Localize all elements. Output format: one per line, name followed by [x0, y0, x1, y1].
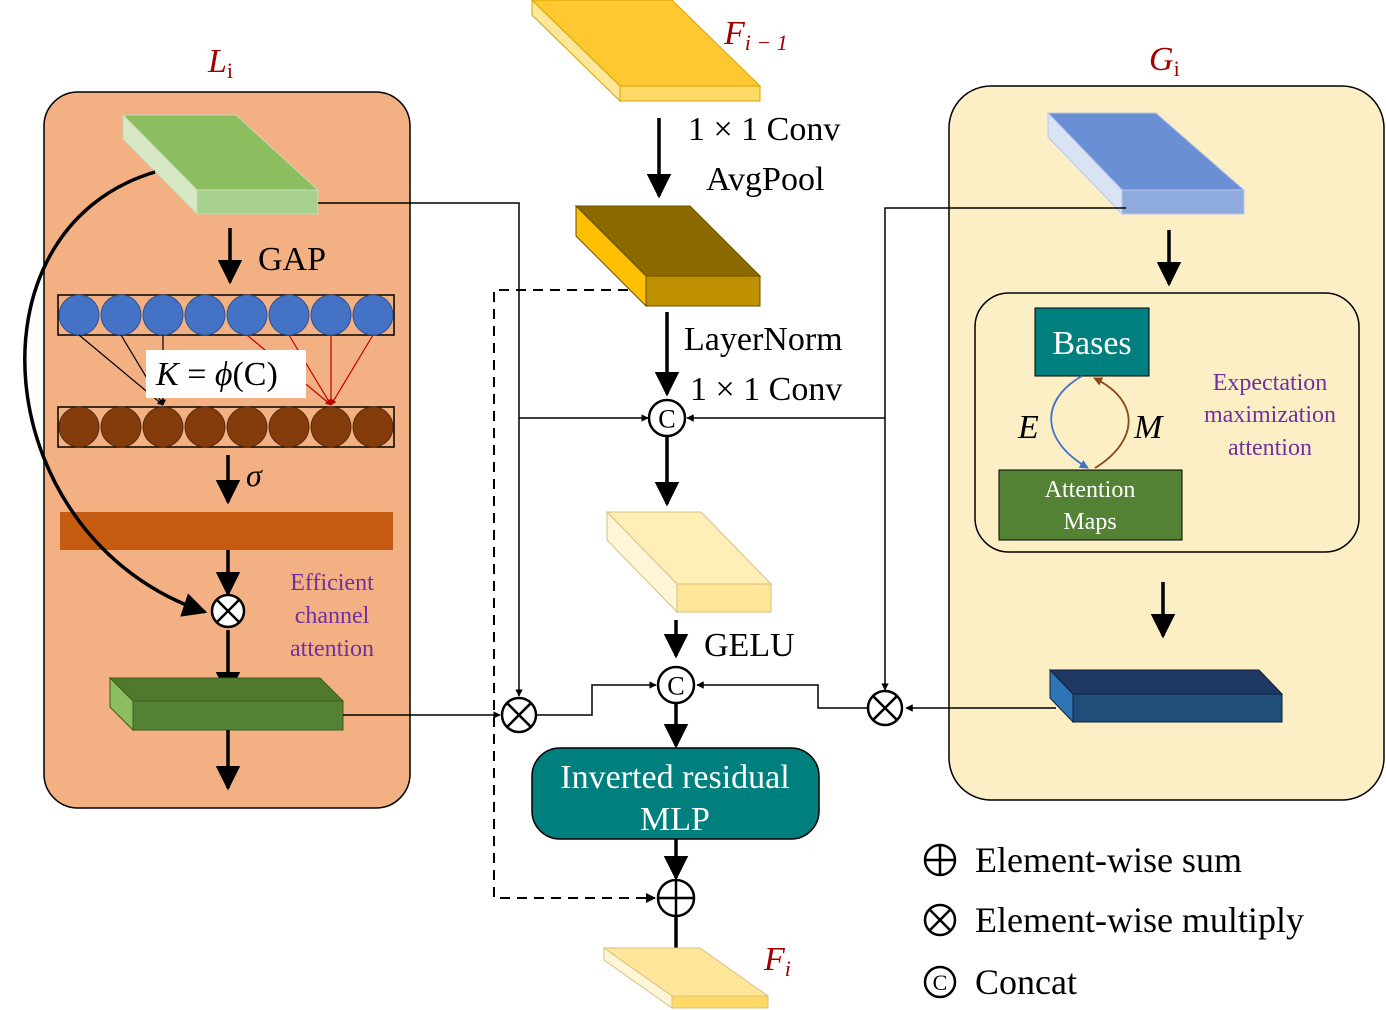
- eca-link: [288, 334, 332, 406]
- channel-descriptor-circle: [58, 294, 100, 336]
- channel-descriptor-circle: [268, 294, 310, 336]
- eca-caption: Efficient channel attention: [290, 570, 374, 662]
- gelu-label: GELU: [704, 627, 795, 664]
- svg-text:Maps: Maps: [1063, 509, 1116, 535]
- svg-text:attention: attention: [1228, 435, 1312, 461]
- channel-weight-circle: [184, 406, 226, 448]
- concat-node-bottom: C: [656, 665, 696, 705]
- global-input-feature-block: [1046, 111, 1246, 216]
- svg-text:C: C: [933, 970, 948, 995]
- legend-label: Element-wise sum: [975, 840, 1242, 880]
- kernel-size-formula: K = ϕ(C): [146, 350, 306, 398]
- channel-weight-row: [57, 406, 395, 448]
- m-step-arc: [1093, 377, 1130, 469]
- legend-item-multiply: Element-wise multiply: [923, 900, 1304, 940]
- channel-weight-circle: [58, 406, 100, 448]
- svg-text:Attention: Attention: [1045, 477, 1136, 503]
- svg-text:Inverted residual: Inverted residual: [560, 759, 789, 796]
- eca-link: [330, 334, 374, 406]
- legend-item-concat: C Concat: [923, 962, 1077, 1002]
- channel-descriptor-circle: [352, 294, 394, 336]
- e-step-arc: [1050, 375, 1089, 469]
- channel-weight-circle: [352, 406, 394, 448]
- channel-weight-circle: [226, 406, 268, 448]
- svg-text:Efficient: Efficient: [290, 570, 374, 596]
- concat-node-top: C: [647, 398, 687, 438]
- svg-text:MLP: MLP: [640, 801, 710, 838]
- residual-dashed-path: [493, 289, 656, 903]
- svg-text:attention: attention: [290, 636, 374, 662]
- local-input-route: [318, 202, 523, 697]
- input-feature-label: Fi − 1: [723, 15, 788, 55]
- concat-icon: [647, 398, 687, 438]
- channel-descriptor-circle: [226, 294, 268, 336]
- sum-node: [656, 878, 696, 918]
- sigma-label: σ: [246, 457, 263, 493]
- legend-label: Element-wise multiply: [975, 900, 1304, 940]
- global-branch-label: Gi: [1149, 41, 1180, 81]
- legend-item-sum: Element-wise sum: [923, 840, 1242, 880]
- local-branch-panel: [43, 91, 411, 809]
- channel-weight-circle: [268, 406, 310, 448]
- local-branch-label: Li: [207, 43, 233, 83]
- legend-label: Concat: [975, 962, 1077, 1002]
- input-feature-block: [531, 0, 762, 103]
- svg-text:channel: channel: [295, 603, 370, 629]
- gap-label: GAP: [258, 241, 326, 278]
- global-multiply-to-concat-line: [696, 681, 867, 709]
- channel-descriptor-row: [57, 294, 395, 336]
- svg-text:Bases: Bases: [1052, 325, 1131, 362]
- svg-text:Expectation: Expectation: [1213, 370, 1328, 396]
- local-input-feature-block: [121, 113, 320, 216]
- channel-weight-circle: [310, 406, 352, 448]
- global-output-feature-block: [1048, 668, 1284, 724]
- identity-skip-curve: [23, 170, 208, 617]
- ema-caption: Expectation maximization attention: [1204, 370, 1336, 461]
- channel-weight-circle: [142, 406, 184, 448]
- e-step-label: E: [1017, 409, 1039, 446]
- local-multiply-node: [500, 696, 538, 734]
- svg-text:maximization: maximization: [1204, 402, 1336, 428]
- output-feature-block: [602, 947, 770, 1009]
- channel-weight-circle: [100, 406, 142, 448]
- layernorm-label: LayerNorm: [684, 321, 843, 358]
- inverted-residual-mlp-block: Inverted residual MLP: [531, 747, 820, 840]
- m-step-label: M: [1133, 409, 1164, 446]
- global-input-route: [881, 207, 1126, 691]
- attention-weight-bar: [60, 512, 393, 550]
- concat-icon: [923, 965, 957, 999]
- bases-box: Bases: [1034, 307, 1150, 377]
- channel-descriptor-circle: [184, 294, 226, 336]
- conv-1x1-label: 1 × 1 Conv: [690, 371, 842, 408]
- svg-text:C: C: [667, 671, 684, 700]
- channel-descriptor-circle: [310, 294, 352, 336]
- local-output-feature-block: [108, 676, 345, 732]
- eca-multiply-node: [210, 593, 246, 629]
- svg-text:C: C: [658, 404, 675, 433]
- local-multiply-to-concat-line: [537, 681, 657, 716]
- svg-text:K = ϕ(C): K = ϕ(C): [155, 356, 278, 393]
- output-feature-label: Fi: [763, 941, 791, 981]
- fused-feature-block: [605, 510, 773, 614]
- channel-descriptor-circle: [100, 294, 142, 336]
- concat-icon: [656, 665, 696, 705]
- conv-avgpool-label-1: 1 × 1 Conv: [688, 111, 840, 148]
- attention-maps-box: Attention Maps: [998, 469, 1183, 541]
- global-multiply-node: [866, 689, 904, 727]
- conv-avgpool-label-2: AvgPool: [706, 161, 824, 198]
- channel-descriptor-circle: [142, 294, 184, 336]
- pooled-feature-block: [574, 204, 762, 308]
